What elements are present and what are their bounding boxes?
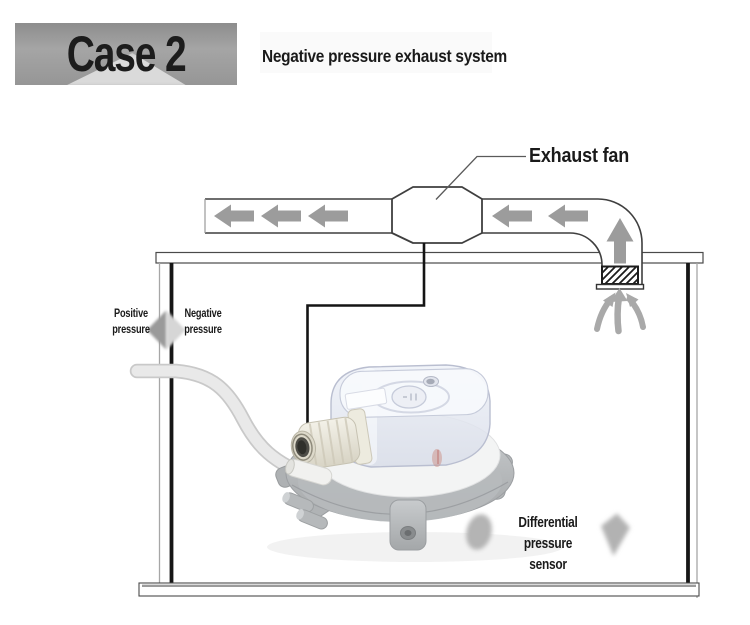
negative-pressure-line1: Negative	[184, 308, 222, 320]
exhaust-up-arrow-icon	[606, 218, 634, 264]
intake-arrow-icon	[594, 292, 616, 332]
title-box: Case 2	[15, 23, 237, 85]
positive-pressure-line1: Positive	[113, 308, 148, 320]
negative-pressure-line2: pressure	[184, 323, 222, 336]
exhaust-duct	[204, 198, 643, 286]
negative-pressure-label: Negative pressure	[180, 307, 226, 338]
sensor-pressure-port	[285, 458, 333, 486]
sensor-label-line2: sensor	[529, 557, 567, 573]
pressure-direction-diamond-icon	[147, 310, 186, 350]
room-left-wall	[158, 263, 174, 583]
air-vent-grille	[595, 265, 645, 290]
room-right-wall	[686, 263, 698, 598]
exhaust-fan-housing	[391, 186, 483, 244]
subtitle-band	[260, 32, 492, 73]
duct-flow-arrows	[214, 204, 634, 264]
subtitle-text: Negative pressure exhaust system	[262, 46, 507, 66]
positive-pressure-label: Positive pressure	[108, 307, 154, 338]
sensor-port-nipples	[282, 492, 328, 530]
decorative-blob-left	[466, 514, 492, 550]
sensor-tube-line	[306, 243, 426, 436]
intake-arrows	[594, 288, 646, 335]
sensor-label-line1: Differential pressure	[518, 515, 578, 552]
sensor-label: Differential pressure sensor	[497, 513, 599, 576]
differential-pressure-sensor-image	[267, 364, 563, 562]
positive-pressure-line2: pressure	[112, 323, 150, 336]
room-floor	[138, 582, 700, 597]
case-title: Case 2	[66, 26, 187, 82]
exhaust-fan-label: Exhaust fan	[529, 145, 630, 167]
intake-arrow-icon	[610, 288, 628, 335]
sensor-cable-gland	[290, 408, 373, 470]
reference-tube	[129, 363, 320, 485]
exhaust-fan-leader-line	[435, 155, 526, 200]
decorative-blob-right	[601, 513, 630, 556]
intake-arrow-icon	[626, 293, 646, 330]
